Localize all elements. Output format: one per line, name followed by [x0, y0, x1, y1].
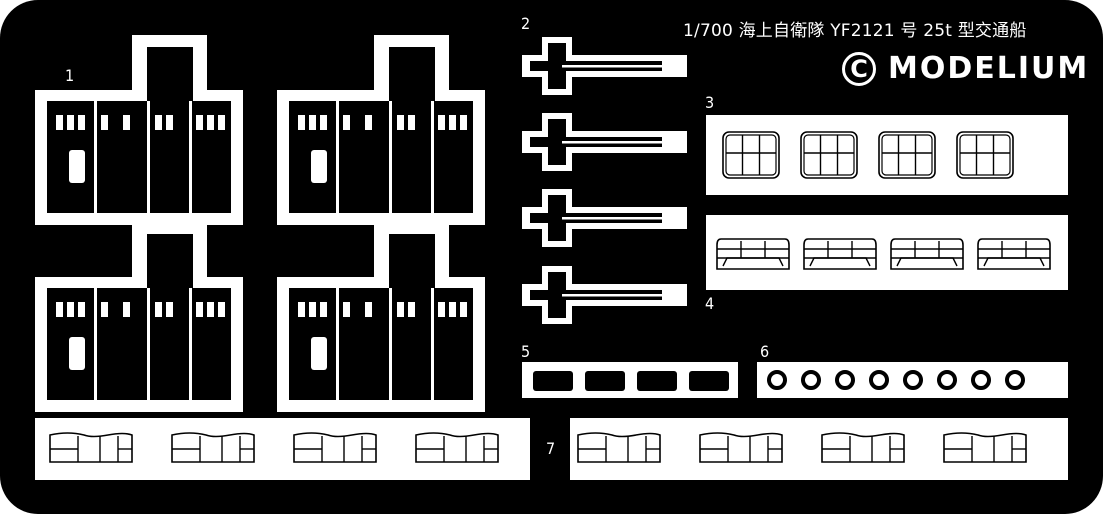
brand-name: MODELIUM [888, 51, 1090, 86]
part-3-window-strip [706, 115, 1068, 195]
copyright-letter: C [850, 55, 868, 83]
part-number-4: 4 [705, 294, 715, 313]
copyright-icon: C [842, 52, 876, 86]
sheet-title: 1/700 海上自衛隊 YF2121 号 25t 型交通船 [683, 21, 1027, 41]
part-number-5: 5 [521, 342, 531, 361]
part-4-window-strip [706, 215, 1068, 290]
part-number-1: 1 [65, 66, 75, 85]
part-5-hatch-strip [522, 362, 738, 398]
part-7-window-strips [35, 418, 1068, 480]
part-number-7: 7 [546, 439, 556, 458]
part-number-3: 3 [705, 93, 715, 112]
part-number-2: 2 [521, 14, 531, 33]
part-6-porthole-strip [757, 362, 1068, 398]
part-number-6: 6 [760, 342, 770, 361]
